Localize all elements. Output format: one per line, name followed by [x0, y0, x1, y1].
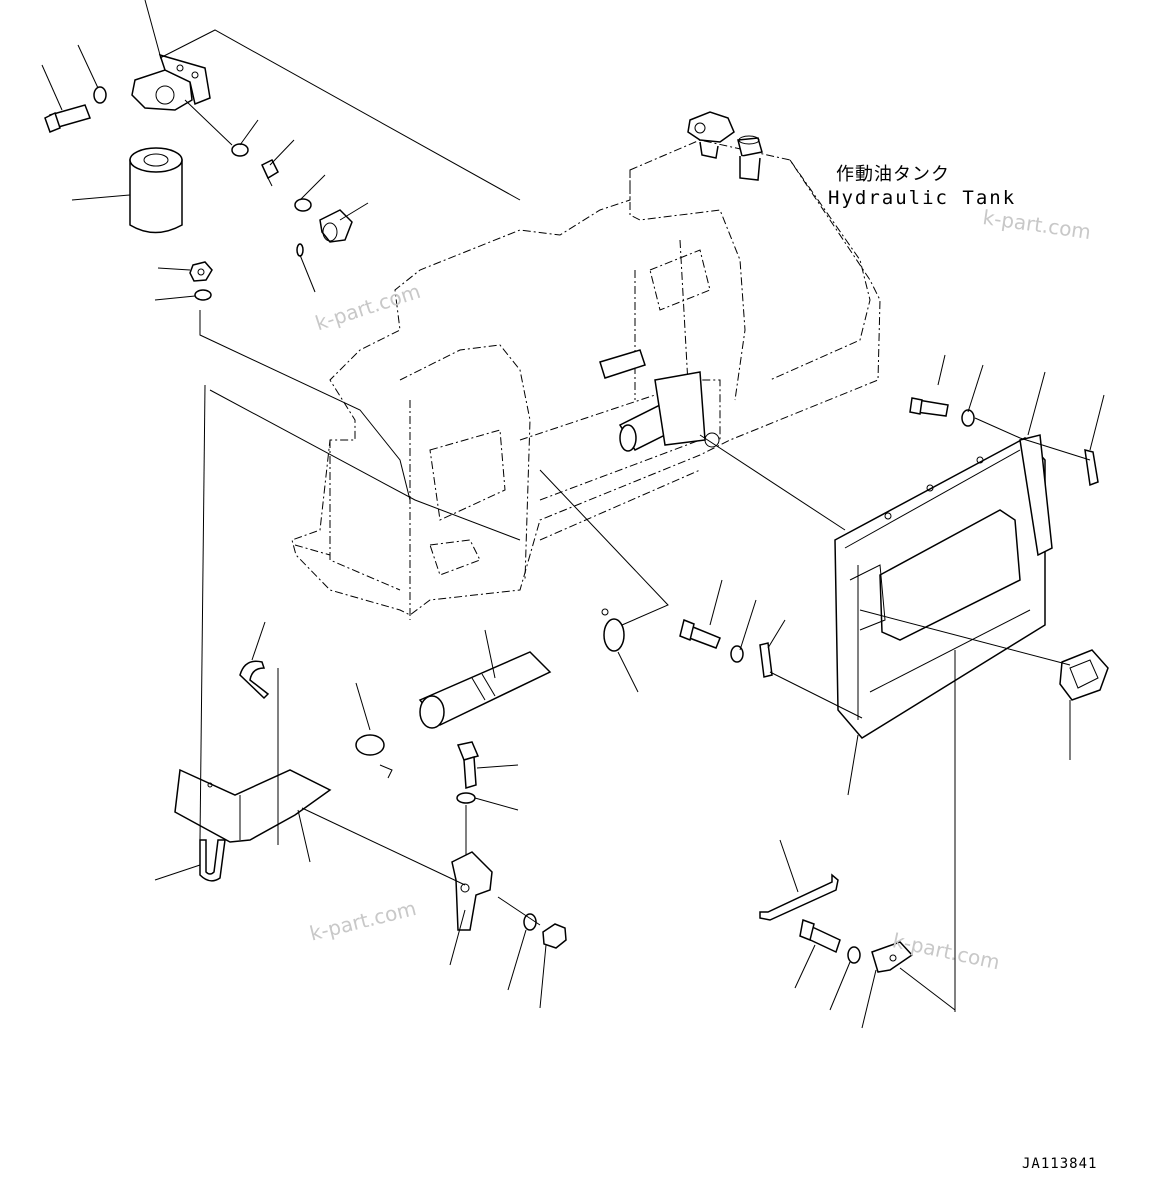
- bracket-center-right: [759, 642, 773, 678]
- breather-fitting: [687, 111, 735, 159]
- washer-lower: [523, 913, 537, 931]
- nut-left: [189, 261, 213, 282]
- o-ring-1: [231, 143, 249, 157]
- bent-pipe: [174, 768, 332, 843]
- hose-clamp-right: [601, 608, 625, 652]
- filter-element: [129, 147, 183, 234]
- washer-lower-right: [847, 946, 861, 964]
- tank-label-english: Hydraulic Tank: [828, 187, 1017, 209]
- bolt-top-left: [44, 104, 91, 133]
- latch-right: [1059, 649, 1109, 701]
- hose-clamp-center: [355, 734, 393, 779]
- diagram-code: JA113841: [1022, 1156, 1098, 1172]
- filter-head: [131, 53, 211, 111]
- level-gauge-fitting: [737, 135, 763, 181]
- washer-left: [194, 289, 212, 301]
- elbow-fitting: [319, 209, 353, 243]
- rod-lower-right: [759, 873, 839, 921]
- u-bolt: [199, 839, 226, 882]
- o-ring-3: [296, 243, 304, 257]
- o-ring-2: [294, 198, 312, 212]
- bolt-lower-right: [799, 918, 841, 954]
- bolt-right-top: [909, 397, 949, 417]
- tube-center: [418, 651, 552, 729]
- washer-center-right: [730, 645, 744, 663]
- tank-label-japanese: 作動油タンク: [836, 164, 950, 185]
- suction-hose: [599, 349, 720, 452]
- washer-lower-center: [456, 792, 476, 804]
- side-cover-panel: [834, 434, 1053, 739]
- hydraulic-tank-outline: [291, 139, 881, 620]
- bracket-lower-center: [451, 851, 493, 931]
- plug-bolt: [261, 158, 279, 187]
- washer-right-top: [961, 409, 975, 427]
- clamp-upper-left: [239, 660, 270, 700]
- assembly-lines: [159, 29, 1091, 1012]
- washer-top-left: [93, 86, 107, 104]
- bracket-lower-right: [871, 941, 914, 973]
- leader-lines: [41, 0, 1105, 1029]
- bolt-lower-center: [456, 741, 480, 789]
- bolt-center-right: [679, 618, 721, 649]
- bracket-right-top: [1084, 449, 1099, 487]
- nut-lower: [542, 923, 567, 949]
